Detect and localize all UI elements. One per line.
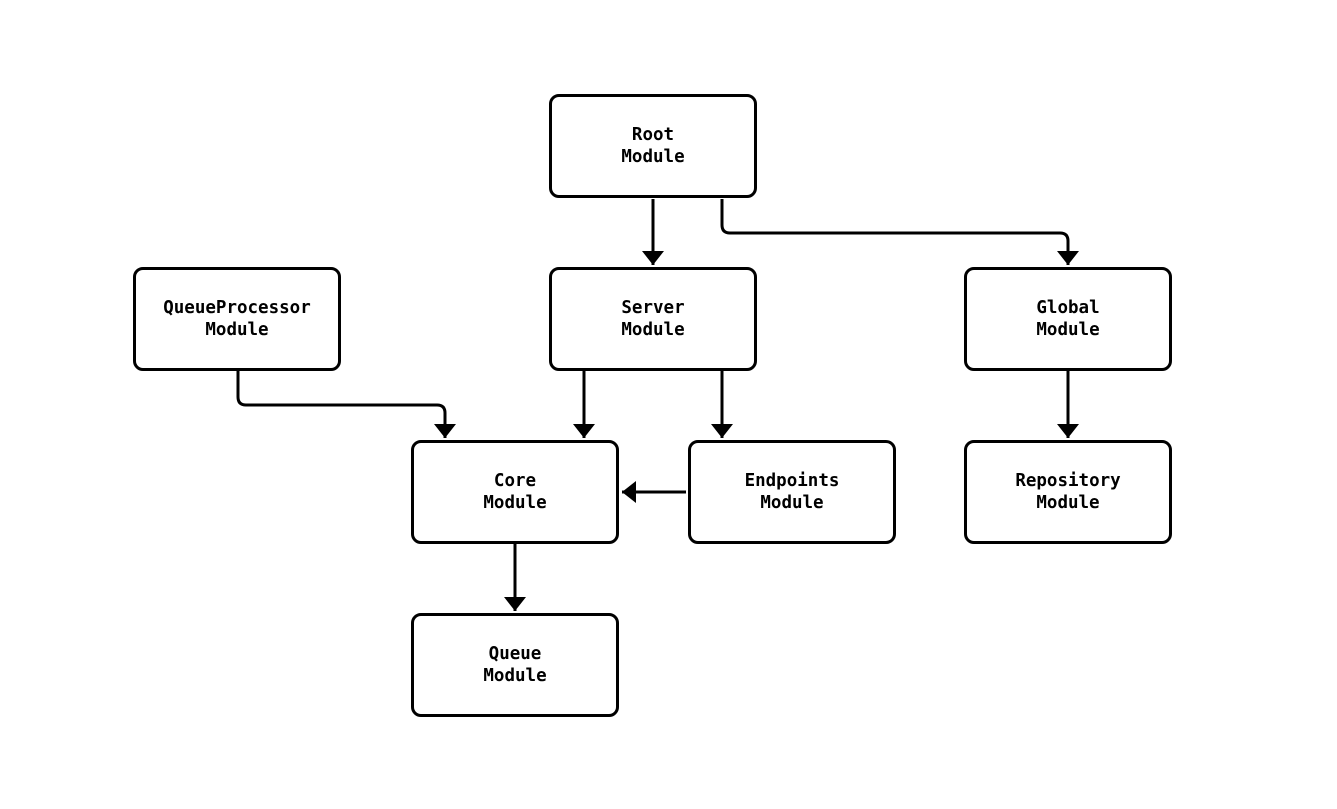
edge-queueprocessor-to-core: [236, 371, 456, 438]
node-queueprocessor-module: QueueProcessor Module: [133, 267, 341, 371]
node-queue-module-label: Queue Module: [483, 644, 547, 686]
node-core-module-label: Core Module: [483, 471, 547, 513]
node-server-module-label: Server Module: [621, 298, 685, 340]
node-core-module: Core Module: [411, 440, 619, 544]
node-root-module: Root Module: [549, 94, 757, 198]
edge-root-to-global: [720, 199, 1079, 265]
node-endpoints-module: Endpoints Module: [688, 440, 896, 544]
node-queue-module: Queue Module: [411, 613, 619, 717]
node-queueprocessor-module-label: QueueProcessor Module: [163, 298, 311, 340]
node-root-module-label: Root Module: [621, 125, 685, 167]
node-repository-module: Repository Module: [964, 440, 1172, 544]
node-global-module-label: Global Module: [1036, 298, 1100, 340]
node-repository-module-label: Repository Module: [1015, 471, 1121, 513]
node-global-module: Global Module: [964, 267, 1172, 371]
node-server-module: Server Module: [549, 267, 757, 371]
node-endpoints-module-label: Endpoints Module: [744, 471, 840, 513]
